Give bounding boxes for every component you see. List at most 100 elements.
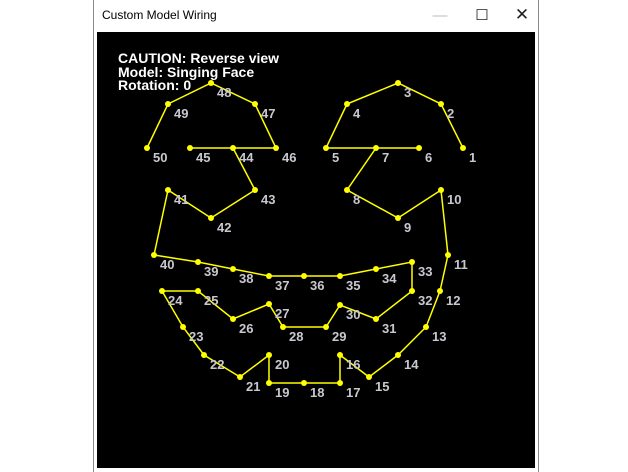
node-36[interactable] xyxy=(301,273,307,279)
node-22[interactable] xyxy=(201,352,207,358)
maximize-button[interactable]: ☐ xyxy=(475,7,489,24)
wire-path xyxy=(146,82,464,384)
node-23[interactable] xyxy=(180,324,186,330)
node-label: 22 xyxy=(210,357,224,372)
node-27[interactable] xyxy=(266,301,272,307)
node-label: 29 xyxy=(332,329,346,344)
node-20[interactable] xyxy=(266,352,272,358)
node-38[interactable] xyxy=(230,266,236,272)
node-label: 5 xyxy=(332,150,339,165)
node-label: 39 xyxy=(204,264,218,279)
node-47[interactable] xyxy=(252,101,258,107)
node-label: 17 xyxy=(346,385,360,400)
node-label: 46 xyxy=(282,150,296,165)
node-25[interactable] xyxy=(195,288,201,294)
node-1[interactable] xyxy=(460,145,466,151)
caution-text: CAUTION: Reverse view xyxy=(118,50,280,66)
node-32[interactable] xyxy=(409,288,415,294)
node-label: 14 xyxy=(404,357,419,372)
node-label: 4 xyxy=(353,106,361,121)
node-9[interactable] xyxy=(395,215,401,221)
node-label: 50 xyxy=(153,150,167,165)
node-label: 40 xyxy=(160,257,174,272)
node-35[interactable] xyxy=(337,273,343,279)
node-39[interactable] xyxy=(195,259,201,265)
node-label: 27 xyxy=(275,306,289,321)
node-label: 47 xyxy=(261,106,275,121)
node-label: 42 xyxy=(217,220,231,235)
node-label: 41 xyxy=(174,192,188,207)
node-33[interactable] xyxy=(409,259,415,265)
node-37[interactable] xyxy=(266,273,272,279)
node-2[interactable] xyxy=(438,101,444,107)
node-7[interactable] xyxy=(373,145,379,151)
node-label: 7 xyxy=(382,150,389,165)
node-8[interactable] xyxy=(344,187,350,193)
node-19[interactable] xyxy=(266,380,272,386)
node-18[interactable] xyxy=(301,380,307,386)
node-14[interactable] xyxy=(395,352,401,358)
node-label: 18 xyxy=(310,385,324,400)
window-title: Custom Model Wiring xyxy=(102,8,217,22)
node-label: 26 xyxy=(239,321,253,336)
custom-model-wiring-window: Custom Model Wiring — ☐ ✕ CAUTION: Rever… xyxy=(93,0,539,472)
node-26[interactable] xyxy=(230,316,236,322)
node-30[interactable] xyxy=(337,302,343,308)
node-label: 19 xyxy=(275,385,289,400)
node-label: 33 xyxy=(418,264,432,279)
node-11[interactable] xyxy=(445,252,451,258)
info-overlay: CAUTION: Reverse view Model: Singing Fac… xyxy=(118,50,280,93)
node-3[interactable] xyxy=(395,80,401,86)
node-label: 9 xyxy=(404,220,411,235)
node-6[interactable] xyxy=(416,145,422,151)
node-24[interactable] xyxy=(159,288,165,294)
node-label: 31 xyxy=(382,321,396,336)
node-41[interactable] xyxy=(165,187,171,193)
node-5[interactable] xyxy=(323,145,329,151)
node-44[interactable] xyxy=(230,145,236,151)
node-label: 2 xyxy=(447,106,454,121)
node-label: 3 xyxy=(404,85,411,100)
close-button[interactable]: ✕ xyxy=(514,5,530,24)
node-label: 37 xyxy=(275,278,289,293)
title-bar[interactable]: Custom Model Wiring — ☐ ✕ xyxy=(94,0,538,30)
node-label: 15 xyxy=(375,379,389,394)
node-label: 6 xyxy=(425,150,432,165)
node-40[interactable] xyxy=(151,252,157,258)
node-label: 23 xyxy=(189,329,203,344)
node-label: 16 xyxy=(346,357,360,372)
node-label: 20 xyxy=(275,357,289,372)
node-label: 24 xyxy=(168,293,183,308)
node-28[interactable] xyxy=(280,324,286,330)
node-12[interactable] xyxy=(437,288,443,294)
node-4[interactable] xyxy=(344,101,350,107)
node-43[interactable] xyxy=(252,187,258,193)
node-13[interactable] xyxy=(423,324,429,330)
node-label: 35 xyxy=(346,278,360,293)
node-48[interactable] xyxy=(208,80,214,86)
wiring-canvas[interactable]: CAUTION: Reverse view Model: Singing Fac… xyxy=(97,32,535,468)
node-46[interactable] xyxy=(273,145,279,151)
node-label: 10 xyxy=(447,192,461,207)
node-29[interactable] xyxy=(323,324,329,330)
node-49[interactable] xyxy=(165,101,171,107)
node-50[interactable] xyxy=(144,145,150,151)
node-label: 43 xyxy=(261,192,275,207)
node-21[interactable] xyxy=(237,374,243,380)
rotation-text: Rotation: 0 xyxy=(118,77,192,93)
node-16[interactable] xyxy=(337,352,343,358)
node-10[interactable] xyxy=(438,187,444,193)
node-label: 12 xyxy=(446,293,460,308)
node-label: 1 xyxy=(469,150,476,165)
node-45[interactable] xyxy=(187,145,193,151)
node-15[interactable] xyxy=(366,374,372,380)
node-31[interactable] xyxy=(373,316,379,322)
node-label: 21 xyxy=(246,379,260,394)
minimize-button[interactable]: — xyxy=(432,6,448,24)
node-42[interactable] xyxy=(208,215,214,221)
node-34[interactable] xyxy=(373,266,379,272)
node-label: 49 xyxy=(174,106,188,121)
node-17[interactable] xyxy=(337,380,343,386)
node-label: 25 xyxy=(204,293,218,308)
